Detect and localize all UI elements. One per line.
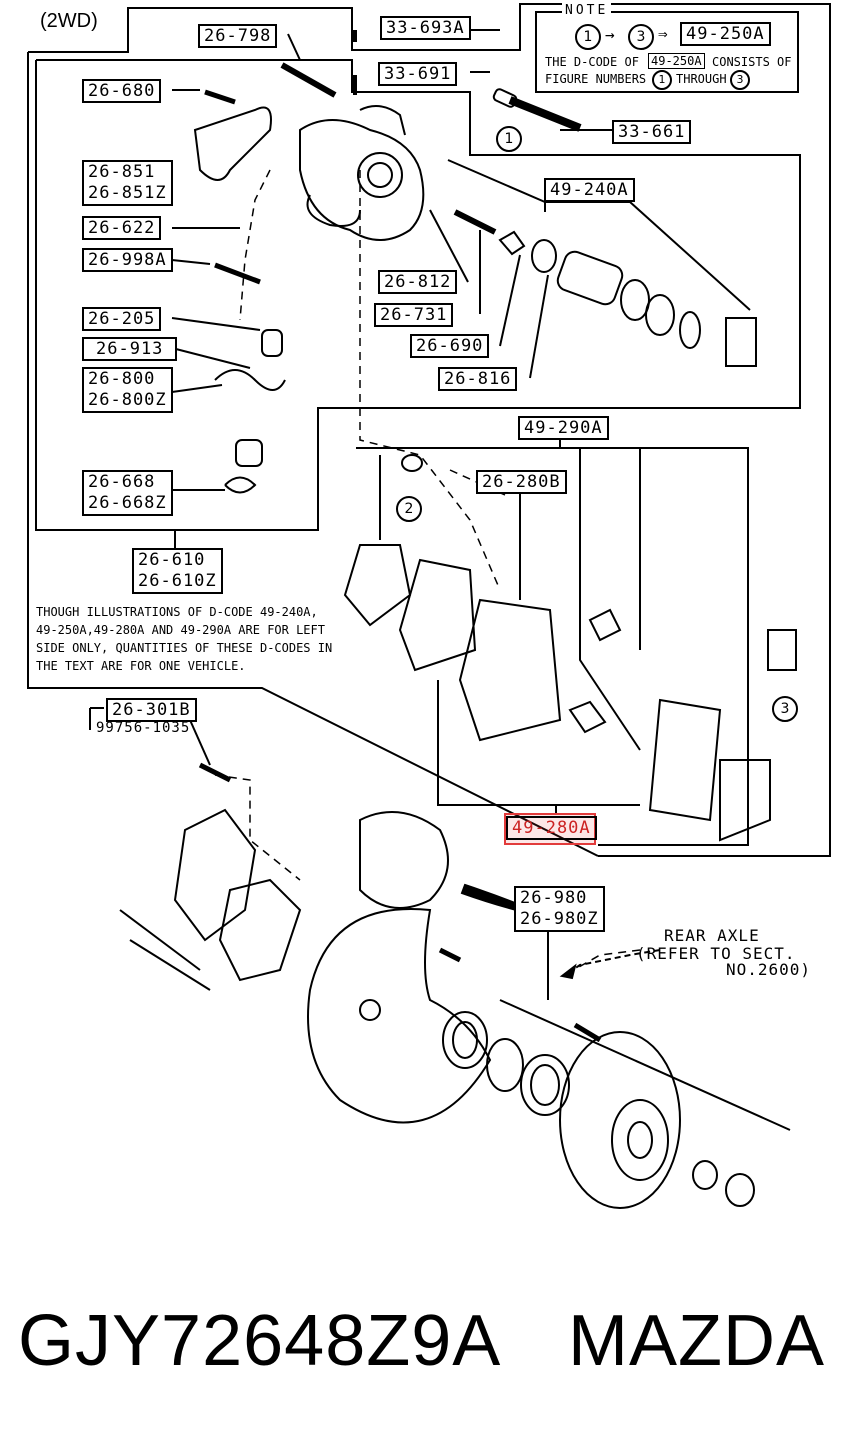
label-33-691[interactable]: 33-691	[378, 62, 458, 86]
disclaimer-line-1: THOUGH ILLUSTRATIONS OF D-CODE 49-240A,	[36, 605, 318, 619]
label-26-851-line1: 26-851	[88, 162, 156, 182]
drive-type-label: (2WD)	[40, 10, 98, 32]
circle-2: 2	[396, 496, 422, 522]
label-26-610-line2: 26-610Z	[138, 571, 217, 591]
circle-1: 1	[496, 126, 522, 152]
label-26-622[interactable]: 26-622	[82, 216, 162, 240]
label-26-980[interactable]: 26-980 26-980Z	[514, 886, 605, 932]
label-26-800-line1: 26-800	[88, 369, 156, 389]
note-line2-circle-3: 3	[730, 70, 750, 90]
label-26-980-line2: 26-980Z	[520, 909, 599, 929]
note-line1-suffix: CONSISTS OF	[712, 55, 792, 69]
note-arrow-right-icon: ⇒	[658, 24, 669, 43]
note-arrow-icon: →	[605, 25, 616, 44]
label-49-290A[interactable]: 49-290A	[518, 416, 609, 440]
label-26-610[interactable]: 26-610 26-610Z	[132, 548, 223, 594]
label-26-851[interactable]: 26-851 26-851Z	[82, 160, 173, 206]
label-26-812[interactable]: 26-812	[378, 270, 458, 294]
note-line2-prefix: FIGURE NUMBERS	[545, 72, 647, 86]
diagram-linework	[27, 3, 831, 1209]
disclaimer-line-2: 49-250A,49-280A AND 49-290A ARE FOR LEFT	[36, 623, 325, 637]
label-26-731[interactable]: 26-731	[374, 303, 454, 327]
label-26-668[interactable]: 26-668 26-668Z	[82, 470, 173, 516]
rear-axle-line3: NO.2600)	[726, 960, 812, 979]
label-33-661[interactable]: 33-661	[612, 120, 692, 144]
label-49-240A[interactable]: 49-240A	[544, 178, 635, 202]
note-line1-prefix: THE D-CODE OF	[545, 55, 639, 69]
label-26-913[interactable]: 26-913	[82, 337, 178, 361]
note-code-label: 49-250A	[680, 22, 771, 46]
label-26-610-line1: 26-610	[138, 550, 206, 570]
rear-axle-line2: (REFER TO SECT.	[636, 944, 796, 963]
label-26-690[interactable]: 26-690	[410, 334, 490, 358]
label-26-851-line2: 26-851Z	[88, 183, 167, 203]
label-26-680[interactable]: 26-680	[82, 79, 162, 103]
label-26-816[interactable]: 26-816	[438, 367, 518, 391]
label-33-693A[interactable]: 33-693A	[380, 16, 471, 40]
brand-name: MAZDA	[568, 1301, 825, 1381]
label-26-800[interactable]: 26-800 26-800Z	[82, 367, 173, 413]
label-26-280B[interactable]: 26-280B	[476, 470, 567, 494]
label-26-668-line1: 26-668	[88, 472, 156, 492]
note-line2-through: THROUGH	[676, 72, 727, 86]
label-26-301B[interactable]: 26-301B	[106, 698, 197, 722]
label-49-280A[interactable]: 49-280A	[506, 816, 597, 840]
circle-3: 3	[772, 696, 798, 722]
disclaimer-line-4: THE TEXT ARE FOR ONE VEHICLE.	[36, 659, 246, 673]
parts-diagram: (2WD) NOTE 1 → 3 ⇒ 49-250A THE D-CODE OF…	[27, 3, 831, 1209]
label-26-800-line2: 26-800Z	[88, 390, 167, 410]
note-line1-code: 49-250A	[648, 53, 705, 69]
disclaimer-line-3: SIDE ONLY, QUANTITIES OF THESE D-CODES I…	[36, 641, 333, 655]
part-number: GJY72648Z9A	[18, 1301, 502, 1381]
label-99756-1035[interactable]: 99756-1035	[96, 720, 191, 736]
label-26-998A[interactable]: 26-998A	[82, 248, 173, 272]
label-26-798[interactable]: 26-798	[198, 24, 278, 48]
note-title: NOTE	[562, 3, 612, 18]
label-26-205[interactable]: 26-205	[82, 307, 162, 331]
note-line2-circle-1: 1	[652, 70, 672, 90]
label-26-668-line2: 26-668Z	[88, 493, 167, 513]
label-26-980-line1: 26-980	[520, 888, 588, 908]
rear-axle-line1: REAR AXLE	[664, 926, 760, 945]
note-circle-3: 3	[628, 24, 654, 50]
note-circle-1: 1	[575, 24, 601, 50]
footer: GJY72648Z9A MAZDA	[0, 1300, 864, 1400]
d-code-disclaimer: THOUGH ILLUSTRATIONS OF D-CODE 49-240A, …	[36, 603, 332, 675]
